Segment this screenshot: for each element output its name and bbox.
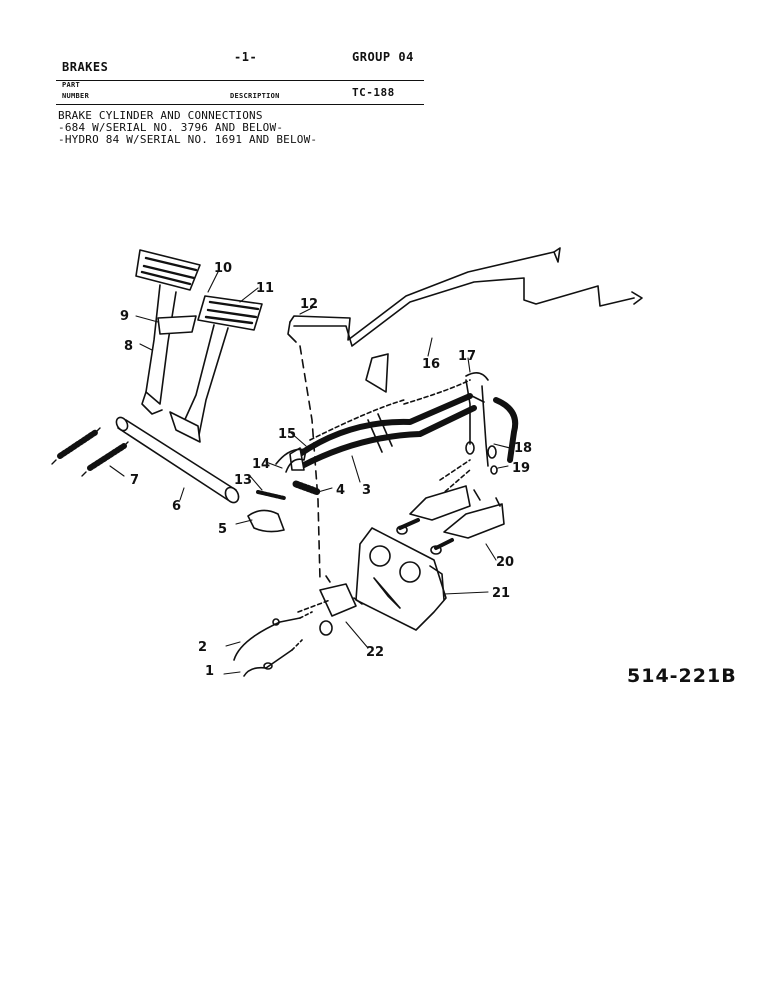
callout-5: 5 xyxy=(218,522,227,537)
header-rule-bottom xyxy=(56,104,424,105)
brake-lines xyxy=(287,247,643,393)
small-brake-lines xyxy=(233,611,313,677)
callout-3: 3 xyxy=(362,483,371,498)
spring-4 xyxy=(292,480,322,496)
mounting-bracket xyxy=(355,527,447,631)
callout-13: 13 xyxy=(234,473,252,488)
callout-21: 21 xyxy=(492,586,510,601)
yoke xyxy=(247,509,285,533)
brake-pedal-right xyxy=(169,295,263,443)
col-part-label: PART xyxy=(62,81,81,89)
cross-shaft xyxy=(115,416,240,504)
master-cylinders xyxy=(396,485,505,555)
callout-20: 20 xyxy=(496,555,514,570)
callout-11: 11 xyxy=(256,281,274,296)
callout-10: 10 xyxy=(214,261,232,276)
brake-line-14 xyxy=(275,448,307,473)
figure-number: 514-221B xyxy=(627,665,737,687)
adjusting-bolt xyxy=(256,490,286,500)
description-line-3: -HYDRO 84 W/SERIAL NO. 1691 AND BELOW- xyxy=(58,133,318,146)
callout-12: 12 xyxy=(300,297,318,312)
callout-leaders xyxy=(109,271,511,675)
callout-18: 18 xyxy=(514,441,532,456)
callout-4: 4 xyxy=(336,483,345,498)
doc-code: TC-188 xyxy=(352,86,395,99)
callout-7: 7 xyxy=(130,473,139,488)
col-description-label: DESCRIPTION xyxy=(230,92,280,100)
header-rule-top xyxy=(56,80,424,81)
callout-6: 6 xyxy=(172,499,181,514)
callout-15: 15 xyxy=(278,427,296,442)
description-line-2: -684 W/SERIAL NO. 3796 AND BELOW- xyxy=(58,121,284,134)
group-label: GROUP 04 xyxy=(352,50,414,64)
callout-14: 14 xyxy=(252,457,270,472)
return-springs xyxy=(51,427,129,477)
callout-8: 8 xyxy=(124,339,133,354)
pedal-latch xyxy=(157,315,197,335)
callout-19: 19 xyxy=(512,461,530,476)
callout-22: 22 xyxy=(366,645,384,660)
description-line-1: BRAKE CYLINDER AND CONNECTIONS xyxy=(58,109,263,122)
tee-fittings xyxy=(439,379,498,497)
callout-2: 2 xyxy=(198,640,207,655)
page-number: -1- xyxy=(234,50,258,64)
equalizer-valve xyxy=(297,575,363,636)
col-number-label: NUMBER xyxy=(62,92,90,100)
callout-9: 9 xyxy=(120,309,129,324)
callout-1: 1 xyxy=(205,664,214,679)
callout-17: 17 xyxy=(458,349,476,364)
section-title: BRAKES xyxy=(62,60,109,74)
callout-16: 16 xyxy=(422,357,440,372)
